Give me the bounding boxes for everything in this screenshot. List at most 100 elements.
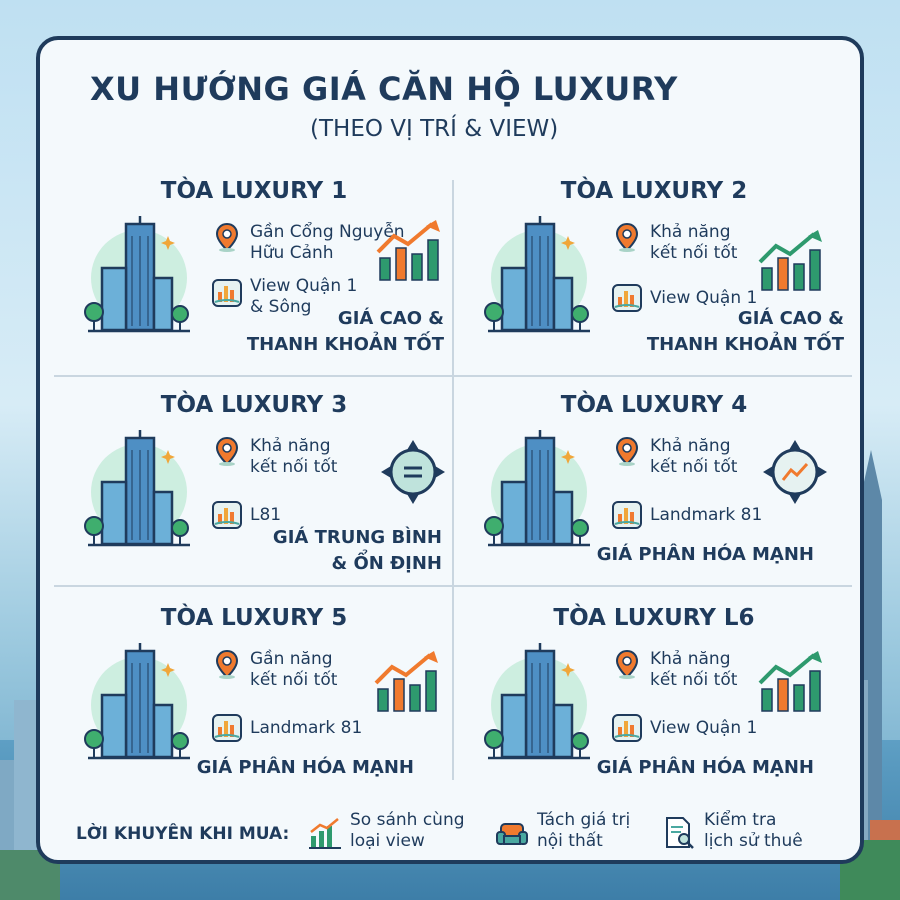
building-name: TÒA LUXURY L6 [553, 605, 755, 631]
column-divider [452, 180, 454, 780]
building-icon [484, 430, 590, 547]
city-view-icon [612, 714, 642, 742]
location-line: Khả năng [650, 222, 731, 242]
page-subtitle: (THEO VỊ TRÍ & VIEW) [310, 116, 559, 142]
verdict-line: GIÁ PHÂN HÓA MẠNH [596, 757, 814, 778]
view-line: View Quận 1 [650, 718, 758, 738]
view-line: View Quận 1 [650, 288, 758, 308]
location-line: Khả năng [650, 649, 731, 669]
view-feature: Landmark 81 [212, 713, 362, 743]
verdict-line: GIÁ PHÂN HÓA MẠNH [196, 757, 414, 778]
document-search-icon [666, 817, 694, 849]
verdict-line: THANH KHOẢN TỐT [246, 334, 444, 355]
sofa-icon [496, 823, 528, 845]
row-divider-2 [54, 585, 852, 587]
location-line: kết nối tốt [650, 670, 738, 690]
building-icon [484, 643, 590, 760]
location-line: Khả năng [250, 436, 331, 456]
chart-icon [309, 818, 341, 849]
building-name: TÒA LUXURY 4 [560, 392, 748, 418]
view-feature: View Quận 1 [612, 283, 757, 313]
view-feature: View Quận 1 [612, 713, 757, 743]
building-name: TÒA LUXURY 5 [160, 605, 348, 631]
verdict-line: & ỔN ĐỊNH [331, 553, 442, 574]
location-line: Gần năng [250, 649, 333, 669]
location-line: Gần Cổng Nguyễn [250, 222, 405, 242]
city-view-icon [212, 279, 242, 307]
location-pin-icon [215, 649, 239, 679]
orange-up-trend-icon [374, 651, 438, 712]
view-feature: L81 [212, 500, 281, 530]
view-line: Landmark 81 [250, 718, 363, 738]
location-line: kết nối tốt [650, 243, 738, 263]
trend-compass-icon [763, 440, 827, 504]
verdict-line: GIÁ PHÂN HÓA MẠNH [596, 544, 814, 565]
view-line: View Quận 1 [250, 276, 358, 296]
view-line: Landmark 81 [650, 505, 763, 525]
advice-tip-line: nội thất [537, 831, 603, 851]
city-view-icon [212, 714, 242, 742]
price-verdict: GIÁ PHÂN HÓA MẠNH [597, 542, 814, 568]
location-pin-icon [215, 436, 239, 466]
building-icon [84, 430, 190, 547]
location-pin-icon [615, 436, 639, 466]
advice-tip-line: Kiểm tra [704, 810, 777, 830]
infographic-card: XU HƯỚNG GIÁ CĂN HỘ LUXURY (THEO VỊ TRÍ … [36, 36, 864, 864]
location-pin-icon [615, 222, 639, 252]
price-verdict: GIÁ PHÂN HÓA MẠNH [597, 755, 814, 781]
view-feature: Landmark 81 [612, 500, 762, 530]
advice-tip-line: lịch sử thuê [704, 831, 803, 851]
building-icon [484, 216, 590, 333]
location-pin-icon [215, 222, 239, 252]
green-up-trend-icon [758, 651, 822, 712]
building-icon [84, 643, 190, 760]
view-line: & Sông [250, 297, 312, 317]
verdict-line: GIÁ CAO & [737, 308, 844, 329]
location-line: kết nối tốt [650, 457, 738, 477]
price-verdict: GIÁ TRUNG BÌNH & ỔN ĐỊNH [273, 525, 442, 577]
advice-tip-line: Tách giá trị [537, 810, 631, 830]
verdict-line: THANH KHOẢN TỐT [646, 334, 844, 355]
building-name: TÒA LUXURY 3 [160, 392, 348, 418]
page-title: XU HƯỚNG GIÁ CĂN HỘ LUXURY [90, 70, 678, 108]
verdict-line: GIÁ TRUNG BÌNH [272, 527, 442, 548]
advice-tip-line: loại view [350, 831, 425, 851]
building-name: TÒA LUXURY 2 [560, 178, 748, 204]
price-verdict: GIÁ CAO & THANH KHOẢN TỐT [647, 306, 844, 358]
view-feature: View Quận 1& Sông [212, 276, 358, 318]
city-view-icon [212, 501, 242, 529]
advice-tip-line: So sánh cùng [350, 810, 465, 830]
view-line: L81 [250, 505, 282, 525]
building-icon [84, 216, 190, 333]
location-pin-icon [615, 649, 639, 679]
advice-label: LỜI KHUYÊN KHI MUA: [76, 824, 290, 844]
price-verdict: GIÁ PHÂN HÓA MẠNH [197, 755, 414, 781]
location-line: kết nối tốt [250, 670, 338, 690]
location-line: Hữu Cảnh [250, 243, 334, 263]
city-view-icon [612, 501, 642, 529]
verdict-line: GIÁ CAO & [337, 308, 444, 329]
row-divider-1 [54, 375, 852, 377]
location-line: kết nối tốt [250, 457, 338, 477]
green-up-trend-icon [758, 230, 822, 291]
equal-compass-icon [381, 440, 445, 504]
city-view-icon [612, 284, 642, 312]
location-line: Khả năng [650, 436, 731, 456]
building-name: TÒA LUXURY 1 [160, 178, 348, 204]
background-city-right [840, 450, 900, 900]
